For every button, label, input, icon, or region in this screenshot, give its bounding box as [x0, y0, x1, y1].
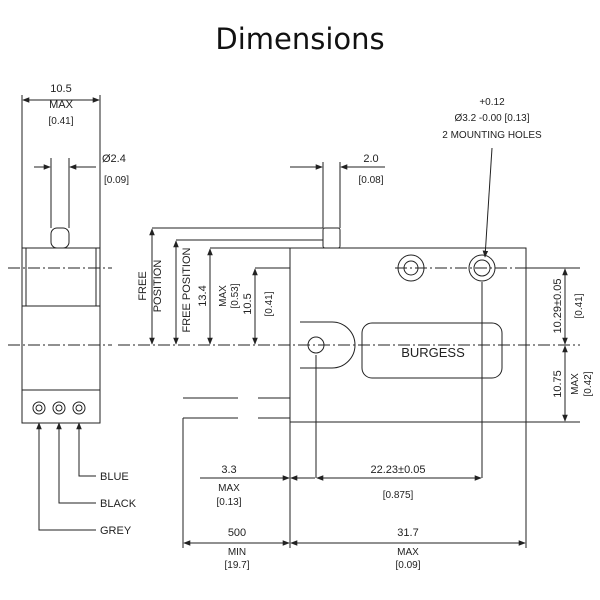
pivot-boss — [300, 321, 356, 369]
offset-value: 3.3 — [221, 464, 236, 476]
side-diameter-value: Ø2.4 — [102, 153, 126, 165]
lead-value: 500 — [228, 527, 246, 539]
hole-spec: Ø3.2 -0.00 [0.13] — [454, 113, 529, 124]
height-max: MAX — [218, 285, 229, 307]
length-value: 31.7 — [397, 527, 418, 539]
right-lower-inch: [0.42] — [583, 371, 594, 396]
side-plunger — [50, 227, 70, 249]
right-upper-inch: [0.41] — [574, 293, 585, 318]
page-title: Dimensions — [215, 22, 385, 56]
hole-leader — [482, 147, 493, 258]
wire-label-grey: GREY — [100, 525, 132, 537]
lead-inch: [19.7] — [224, 560, 249, 571]
height-inch: [0.53] — [230, 283, 241, 308]
brand-plate — [361, 322, 503, 379]
brand-label: BURGESS — [401, 345, 465, 360]
mounting-hole-2 — [468, 254, 496, 282]
length-inch: [0.09] — [395, 560, 420, 571]
side-width-value: 10.5 — [50, 83, 71, 95]
actuator-width-inch: [0.08] — [358, 175, 383, 186]
front-view — [118, 147, 580, 548]
side-diameter-inch: [0.09] — [104, 175, 129, 186]
free-position-label-2: POSITION — [152, 260, 164, 313]
pos-value: 10.5 — [242, 293, 254, 314]
mounting-hole-2-inner — [473, 259, 491, 277]
actuator-width-value: 2.0 — [363, 153, 378, 165]
wire-label-blue: BLUE — [100, 471, 129, 483]
free-position-label-vertical: FREE POSITION — [181, 247, 193, 332]
hole-spacing-inch: [0.875] — [383, 490, 414, 501]
terminal-blue — [32, 401, 46, 415]
mounting-hole-1-inner — [403, 260, 419, 276]
right-lower-max: MAX — [570, 373, 581, 395]
hole-tolerance-plus: +0.12 — [479, 97, 505, 108]
front-actuator — [322, 227, 341, 249]
hole-label: 2 MOUNTING HOLES — [442, 130, 542, 141]
front-body — [289, 247, 527, 423]
leader-black — [56, 422, 96, 504]
terminal-black-inner — [55, 404, 63, 412]
lead-min: MIN — [228, 547, 246, 558]
mounting-hole-1 — [397, 254, 425, 282]
side-view — [8, 95, 112, 531]
terminal-blue-inner — [35, 404, 43, 412]
offset-inch: [0.13] — [216, 497, 241, 508]
pos-inch: [0.41] — [264, 291, 275, 316]
side-width-inch: [0.41] — [48, 116, 73, 127]
offset-max: MAX — [218, 483, 240, 494]
leader-blue — [76, 422, 96, 477]
pivot-hole — [307, 336, 325, 354]
wire-label-black: BLACK — [100, 498, 137, 510]
terminal-black — [52, 401, 66, 415]
free-position-label-1: FREE — [137, 271, 149, 300]
side-body — [21, 247, 101, 424]
right-upper-value: 10.29±0.05 — [552, 279, 564, 334]
length-max: MAX — [397, 547, 419, 558]
height-value: 13.4 — [197, 285, 209, 306]
hole-spacing-value: 22.23±0.05 — [371, 464, 426, 476]
side-width-max: MAX — [49, 99, 74, 111]
leader-grey — [36, 422, 96, 531]
right-lower-value: 10.75 — [552, 370, 564, 398]
terminal-grey — [72, 401, 86, 415]
terminal-grey-inner — [75, 404, 83, 412]
